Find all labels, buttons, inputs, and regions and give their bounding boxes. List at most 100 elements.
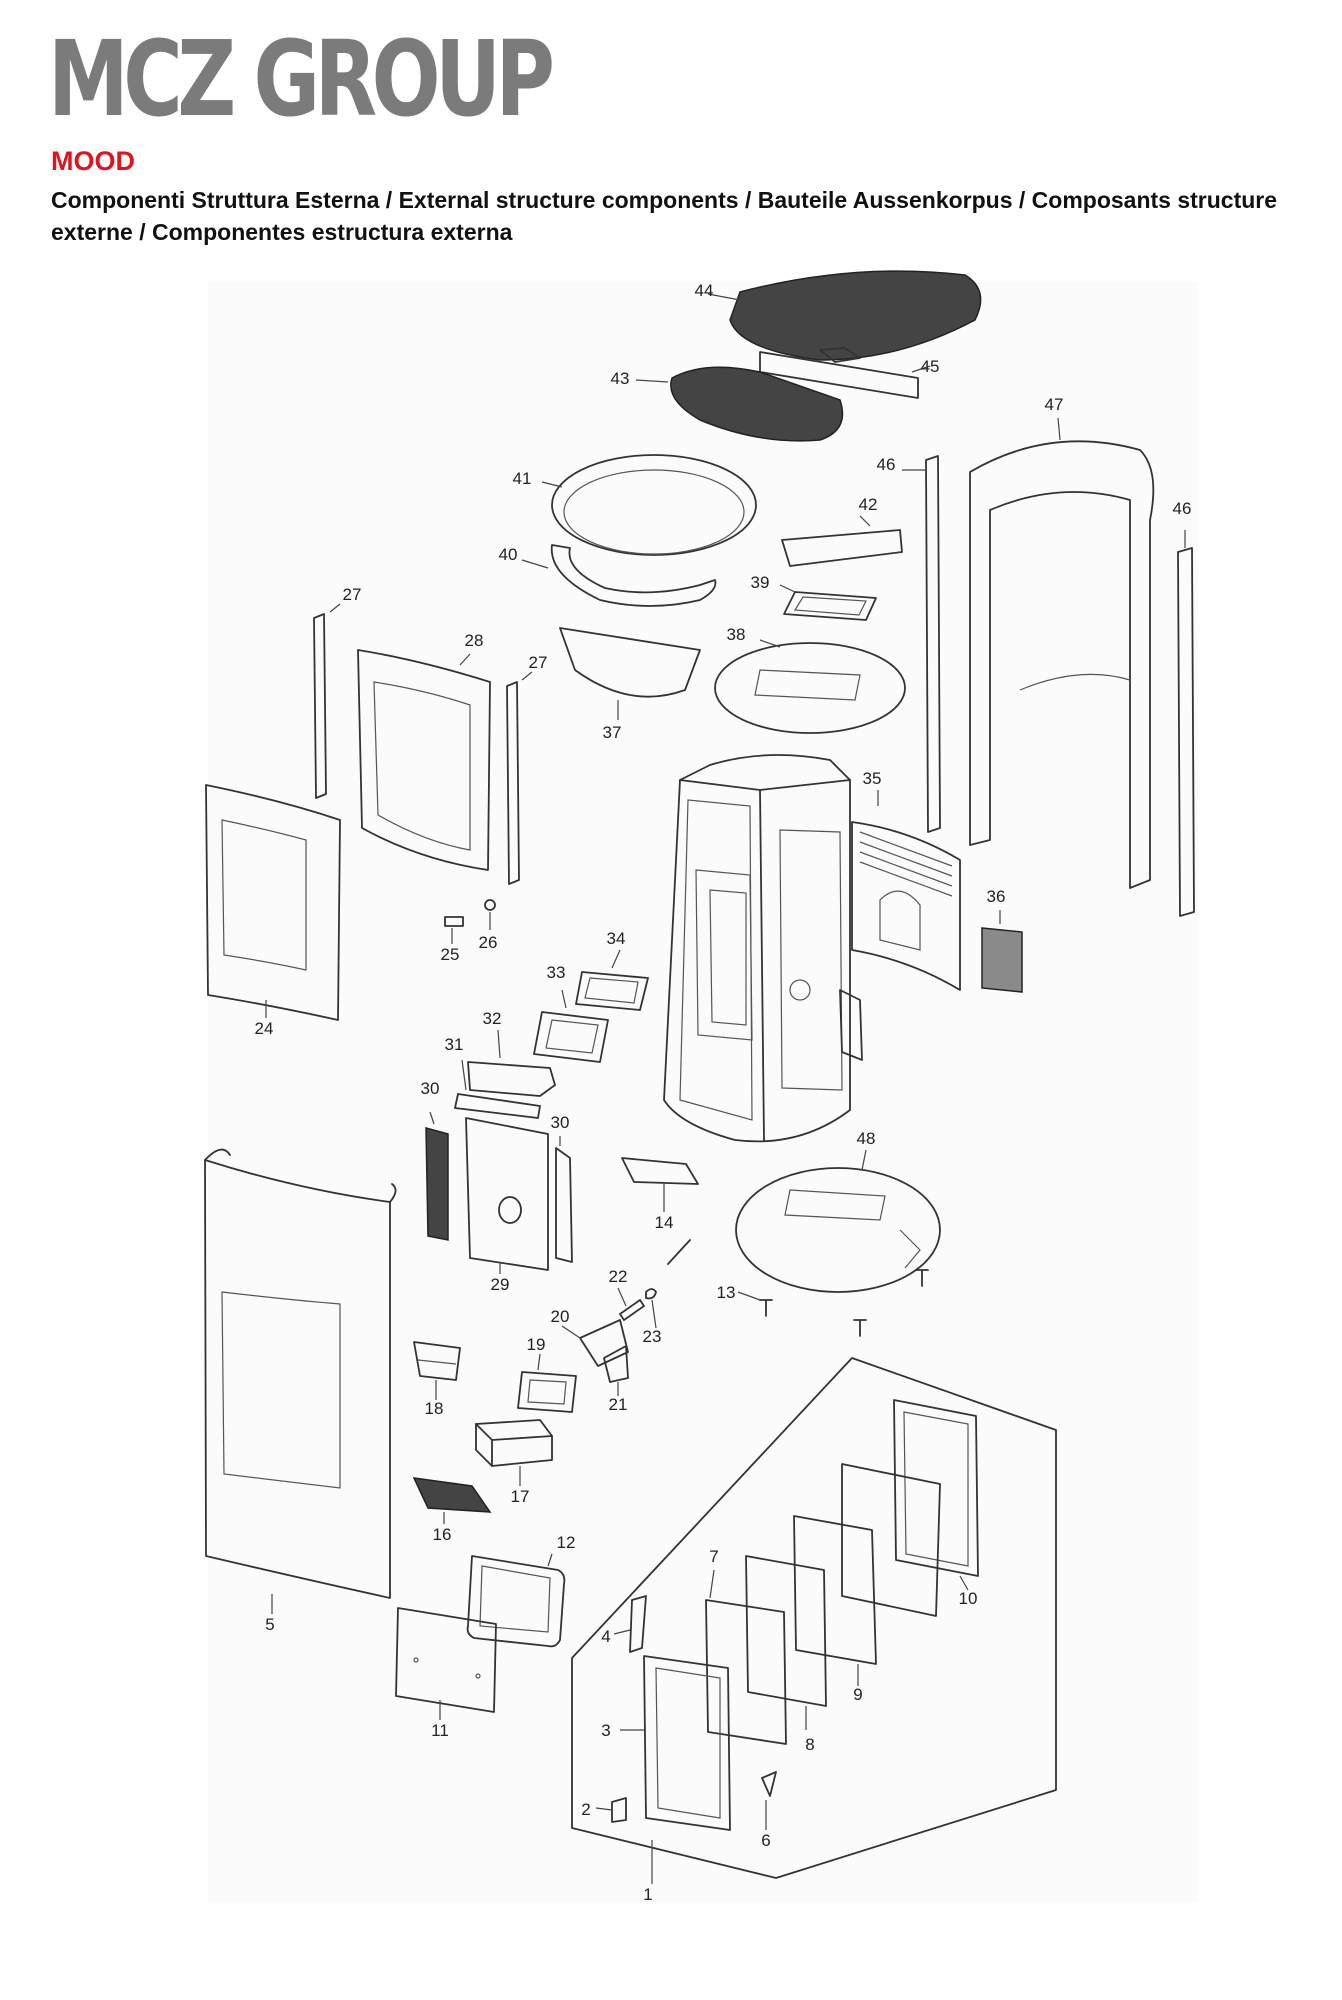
part-label-23: 23	[643, 1327, 662, 1346]
part-9-gasket	[793, 1515, 877, 1686]
part-3-door	[620, 1655, 731, 1831]
part-46-strip-left	[902, 455, 941, 833]
diagram-background	[208, 282, 1198, 1902]
part-33-frame	[533, 989, 609, 1063]
part-label-43: 43	[611, 369, 630, 388]
diagram-subtitle: Componenti Struttura Esterna / External …	[51, 187, 1278, 245]
part-label-28: 28	[465, 631, 484, 650]
part-label-5: 5	[265, 1615, 274, 1634]
part-label-29: 29	[491, 1275, 510, 1294]
part-11-plate	[395, 1607, 497, 1720]
part-label-47: 47	[1045, 395, 1064, 414]
part-label-35: 35	[863, 769, 882, 788]
part-label-20: 20	[551, 1307, 570, 1326]
part-label-6: 6	[761, 1831, 770, 1850]
part-label-10: 10	[959, 1589, 978, 1608]
part-label-19: 19	[527, 1335, 546, 1354]
part-label-27: 27	[529, 653, 548, 672]
part-label-40: 40	[499, 545, 518, 564]
part-30-side-grill-right	[555, 1136, 573, 1263]
part-label-30: 30	[421, 1079, 440, 1098]
part-label-44: 44	[695, 281, 714, 300]
part-14-plate	[621, 1157, 699, 1212]
part-label-32: 32	[483, 1009, 502, 1028]
part-label-8: 8	[805, 1735, 814, 1754]
part-34-frame	[575, 949, 649, 1011]
part-35-rear-grille	[851, 790, 961, 991]
part-label-37: 37	[603, 723, 622, 742]
model-name: MOOD	[51, 146, 135, 176]
part-7-gasket	[705, 1569, 787, 1745]
part-16-grate	[412, 1477, 492, 1524]
part-2-latch	[595, 1797, 627, 1823]
part-label-27: 27	[343, 585, 362, 604]
part-24-front-panel	[205, 784, 341, 1021]
part-label-24: 24	[255, 1019, 274, 1038]
part-label-12: 12	[557, 1533, 576, 1552]
part-label-1: 1	[643, 1885, 652, 1904]
part-label-22: 22	[609, 1267, 628, 1286]
part-22-igniter	[617, 1239, 691, 1321]
part-17-box	[475, 1419, 553, 1486]
brand-logo: MCZ GROUP	[48, 18, 555, 140]
part-13-screws	[737, 1269, 929, 1337]
part-44-top-grill	[707, 270, 982, 361]
part-40-half-ring	[521, 544, 717, 607]
part-label-45: 45	[921, 357, 940, 376]
part-28-side-panel	[357, 649, 491, 871]
part-6-handle	[761, 1771, 777, 1830]
part-label-2: 2	[581, 1800, 590, 1819]
part-4-hinge	[613, 1595, 647, 1653]
part-19-frame	[517, 1353, 577, 1413]
part-label-11: 11	[431, 1721, 449, 1740]
part-30-side-grill-left	[425, 1111, 449, 1241]
part-label-17: 17	[511, 1487, 530, 1506]
part-label-36: 36	[987, 887, 1006, 906]
part-label-21: 21	[609, 1395, 628, 1414]
part-label-4: 4	[601, 1627, 610, 1646]
part-label-41: 41	[513, 469, 532, 488]
part-39-frame	[779, 584, 877, 621]
part-label-46: 46	[1173, 499, 1192, 518]
part-label-38: 38	[727, 625, 746, 644]
part-26-plug	[484, 899, 496, 930]
part-label-9: 9	[853, 1685, 862, 1704]
part-47-rear-panel	[969, 417, 1155, 889]
door-assembly-box	[571, 1357, 1057, 1879]
part-43-grill	[635, 366, 844, 442]
part-27-strip-left	[313, 603, 341, 799]
part-20-burner	[561, 1319, 629, 1367]
part-label-39: 39	[751, 573, 770, 592]
part-label-34: 34	[607, 929, 626, 948]
part-label-18: 18	[425, 1399, 444, 1418]
part-48-base-plate	[735, 1149, 941, 1293]
part-36-grille	[981, 910, 1023, 993]
part-12-gasket	[466, 1553, 566, 1648]
part-38-top-plate	[714, 639, 906, 734]
part-46-strip-right	[1177, 530, 1195, 917]
part-5-front-panel	[204, 1148, 397, 1614]
part-stove-body	[663, 754, 863, 1143]
part-27-strip-right	[506, 671, 533, 885]
part-8-glass	[745, 1555, 827, 1730]
part-45-bracket	[759, 347, 931, 399]
part-label-42: 42	[859, 495, 878, 514]
part-29-firebox-panel	[465, 1117, 549, 1274]
part-10-frame	[841, 1399, 979, 1617]
part-label-30: 30	[551, 1113, 570, 1132]
part-label-26: 26	[479, 933, 498, 952]
part-label-46: 46	[877, 455, 896, 474]
part-37-deflector	[559, 627, 701, 720]
part-label-31: 31	[445, 1035, 464, 1054]
part-label-14: 14	[655, 1213, 674, 1232]
part-25-clip	[444, 916, 464, 944]
part-41-ring	[541, 454, 757, 556]
part-21-bracket	[603, 1345, 629, 1396]
part-label-7: 7	[709, 1547, 718, 1566]
part-32-block	[467, 1029, 556, 1097]
part-label-16: 16	[433, 1525, 452, 1544]
part-label-13: 13	[717, 1283, 736, 1302]
part-18-burn-pot	[413, 1341, 461, 1400]
part-label-48: 48	[857, 1129, 876, 1148]
